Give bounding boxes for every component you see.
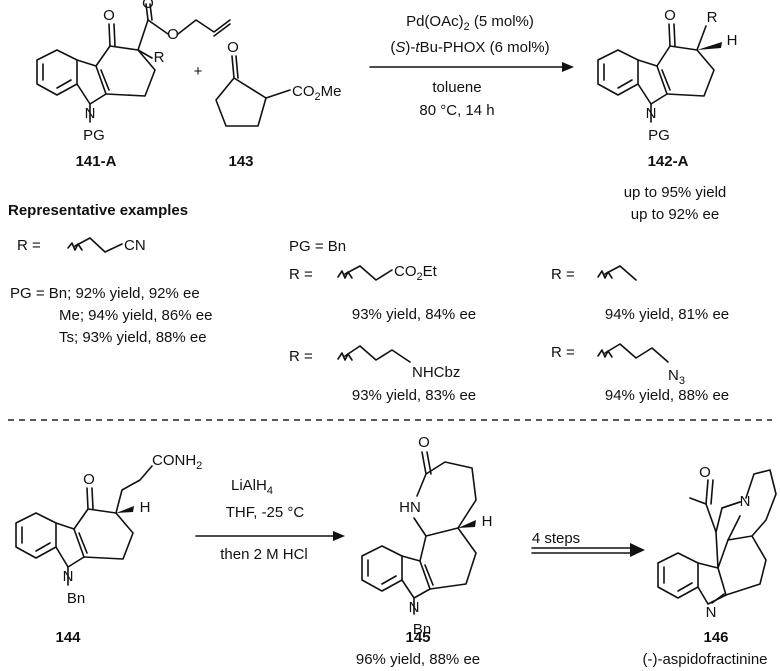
ligand-text: (S)-tBu-PHOX (6 mol%) (390, 39, 549, 56)
atom-oxygen: O (142, 0, 154, 12)
compound-label-141-A: 141-A (76, 153, 117, 170)
r-equals: R = (289, 348, 313, 365)
compound-label-145: 145 (405, 629, 430, 646)
atom-pg: PG (648, 127, 670, 144)
compound-label-143: 143 (228, 153, 253, 170)
compound-143-structure (215, 55, 291, 127)
multistep-arrow (531, 543, 645, 557)
compound-label-144: 144 (55, 629, 81, 646)
condition-text: then 2 M HCl (220, 546, 308, 563)
atom-hydrogen: H (140, 499, 151, 516)
substituent-cyanoethyl (67, 237, 123, 253)
plus-sign: + (194, 63, 203, 80)
group-nhcbz: NHCbz (412, 364, 460, 381)
atom-oxygen: O (699, 464, 711, 481)
atom-oxygen: O (167, 26, 179, 43)
example-yield: 94% yield, 81% ee (605, 306, 729, 323)
reaction-arrow (369, 62, 574, 72)
atom-pg: PG (83, 127, 105, 144)
pg-equals-bn: PG = Bn (289, 238, 346, 255)
atom-nitrogen: N (646, 105, 657, 122)
compound-146-structure (657, 469, 777, 605)
compound-label-146: 146 (703, 629, 728, 646)
atom-hydrogen: H (482, 513, 493, 530)
pg-result-line: Me; 94% yield, 86% ee (59, 307, 212, 324)
group-conh2: CONH2 (152, 452, 202, 472)
substituent-ethyl (597, 265, 637, 281)
example-yield: 94% yield, 88% ee (605, 387, 729, 404)
r-equals: R = (289, 266, 313, 283)
atom-hydrogen: H (727, 32, 738, 49)
group-azide: N3 (668, 367, 685, 387)
catalyst-text: Pd(OAc)2 (5 mol%) (406, 13, 534, 33)
ester-co2me: CO2Me (292, 83, 341, 103)
compound-144-structure (15, 465, 153, 586)
example-yield: 93% yield, 84% ee (352, 306, 476, 323)
atom-bn: Bn (67, 590, 85, 607)
compound-145-structure (361, 451, 477, 615)
atom-nitrogen: N (409, 599, 420, 616)
group-co2et: CO2Et (394, 263, 438, 283)
group-cn: CN (124, 237, 146, 254)
r-equals: R = (551, 266, 575, 283)
atom-oxygen: O (103, 7, 115, 24)
condition-text: THF, -25 °C (226, 504, 305, 521)
reaction-arrow (195, 531, 345, 541)
atom-nitrogen: N (63, 568, 74, 585)
compound-label-142-A: 142-A (648, 153, 689, 170)
r-equals: R = (17, 237, 41, 254)
atom-hn: HN (399, 499, 421, 516)
natural-product-name: (-)-aspidofractinine (642, 651, 767, 668)
ee-range: up to 92% ee (631, 206, 719, 223)
pg-result-line: PG = Bn; 92% yield, 92% ee (10, 285, 200, 302)
reagent-lialh4: LiAlH4 (231, 477, 273, 497)
example-yield: 93% yield, 83% ee (352, 387, 476, 404)
atom-nitrogen: N (706, 604, 717, 621)
solvent-text: toluene (432, 79, 481, 96)
substituent-nhcbz-propyl (337, 345, 411, 363)
atom-nitrogen: N (85, 105, 96, 122)
atom-r: R (707, 9, 718, 26)
atom-oxygen: O (227, 39, 239, 56)
compound-141-A-structure (36, 3, 231, 123)
section-heading: Representative examples (8, 202, 188, 219)
atom-oxygen: O (418, 434, 430, 451)
r-equals: R = (551, 344, 575, 361)
atom-nitrogen: N (740, 493, 751, 510)
pg-result-line: Ts; 93% yield, 88% ee (59, 329, 207, 346)
substituent-azidopropyl (597, 343, 669, 363)
atom-r: R (154, 49, 165, 66)
compound-142-A-structure (597, 23, 722, 123)
steps-text: 4 steps (532, 530, 580, 547)
product-yield: 96% yield, 88% ee (356, 651, 480, 668)
temperature-time-text: 80 °C, 14 h (419, 102, 494, 119)
yield-range: up to 95% yield (624, 184, 727, 201)
atom-oxygen: O (664, 7, 676, 24)
atom-bn: Bn (413, 621, 431, 638)
substituent-ethoxycarbonylethyl (337, 265, 393, 281)
atom-oxygen: O (83, 471, 95, 488)
